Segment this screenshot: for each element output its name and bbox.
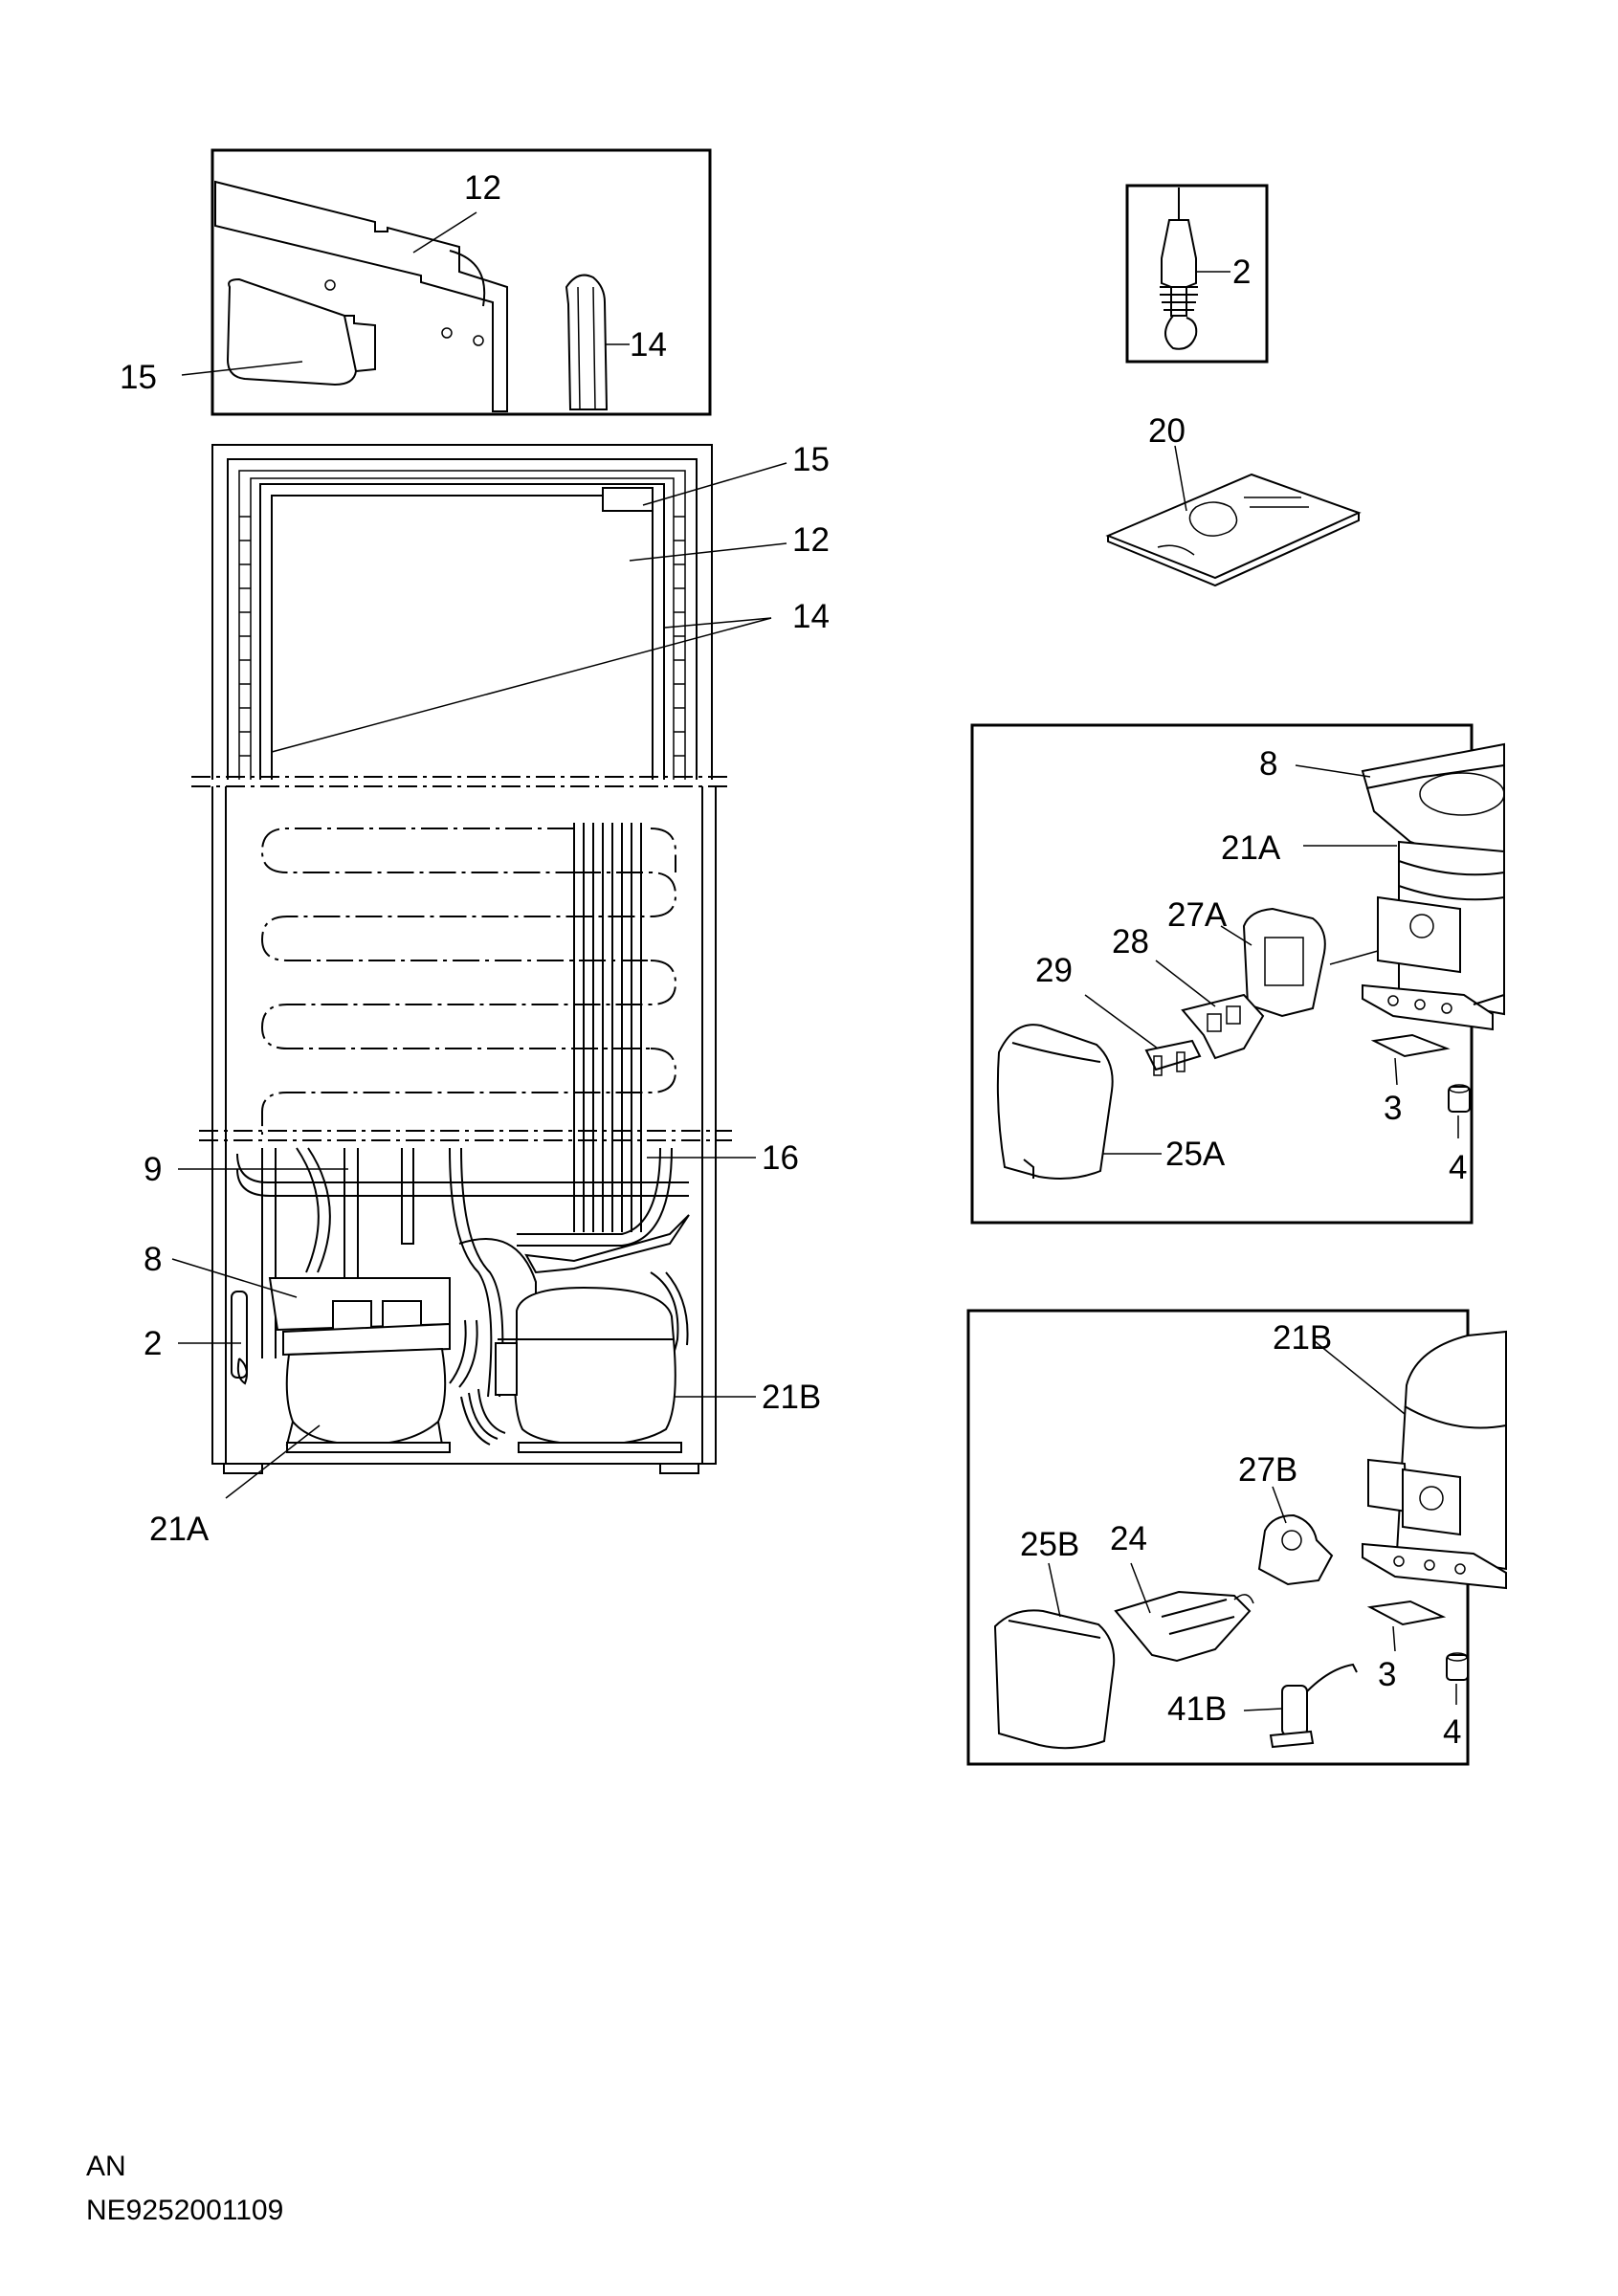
label-4: 4 xyxy=(1449,1149,1467,1186)
sensor-detail-box: 2 xyxy=(1125,184,1269,364)
compressor-b-kit-box: 21B 27B 25B 24 3 41B 4 xyxy=(966,1309,1507,1766)
label-24: 24 xyxy=(1110,1520,1147,1557)
label-8: 8 xyxy=(144,1241,162,1278)
label-2: 2 xyxy=(1232,254,1251,291)
door-gasket-ticks xyxy=(239,516,685,757)
label-41b: 41B xyxy=(1167,1690,1227,1728)
manual-20: 20 xyxy=(1105,412,1362,587)
gasket-14 xyxy=(565,274,609,410)
label-29: 29 xyxy=(1035,952,1073,989)
compressor-21a xyxy=(268,1277,451,1453)
top-detail-box: 12 14 15 xyxy=(120,148,712,416)
label-27b: 27B xyxy=(1238,1451,1297,1489)
label-15: 15 xyxy=(792,441,830,478)
label-14: 14 xyxy=(630,326,667,364)
label-20: 20 xyxy=(1148,412,1186,450)
label-12: 12 xyxy=(792,521,830,559)
compressor-a-kit-box: 8 21A 27A 28 29 3 25A 4 xyxy=(970,723,1505,1225)
label-4: 4 xyxy=(1443,1713,1461,1751)
evaporator-coils xyxy=(260,823,677,1232)
label-27a: 27A xyxy=(1167,896,1228,934)
panel-12 xyxy=(214,180,508,412)
label-21a: 21A xyxy=(149,1511,210,1548)
label-25a: 25A xyxy=(1165,1136,1226,1173)
compressor-21b xyxy=(495,1286,682,1453)
label-21b: 21B xyxy=(1273,1319,1332,1357)
label-16: 16 xyxy=(762,1139,799,1177)
label-28: 28 xyxy=(1112,923,1149,960)
label-15: 15 xyxy=(120,359,157,396)
label-21b: 21B xyxy=(762,1379,821,1416)
label-8: 8 xyxy=(1259,745,1277,783)
cover-15 xyxy=(226,277,376,386)
label-2: 2 xyxy=(144,1325,162,1362)
label-21a: 21A xyxy=(1221,829,1281,867)
freezer-door-section: 15 12 14 xyxy=(191,441,830,780)
footer-document-number: NE9252001109 xyxy=(86,2195,283,2226)
door-cover-15 xyxy=(602,487,654,512)
label-3: 3 xyxy=(1378,1656,1396,1693)
label-9: 9 xyxy=(144,1151,162,1188)
label-12: 12 xyxy=(464,169,501,207)
label-25b: 25B xyxy=(1020,1526,1079,1563)
label-3: 3 xyxy=(1384,1090,1402,1127)
label-14: 14 xyxy=(792,598,830,635)
cabinet-section: 9 16 8 2 21B 21A xyxy=(144,785,821,1548)
footer-code-an: AN xyxy=(86,2151,126,2182)
